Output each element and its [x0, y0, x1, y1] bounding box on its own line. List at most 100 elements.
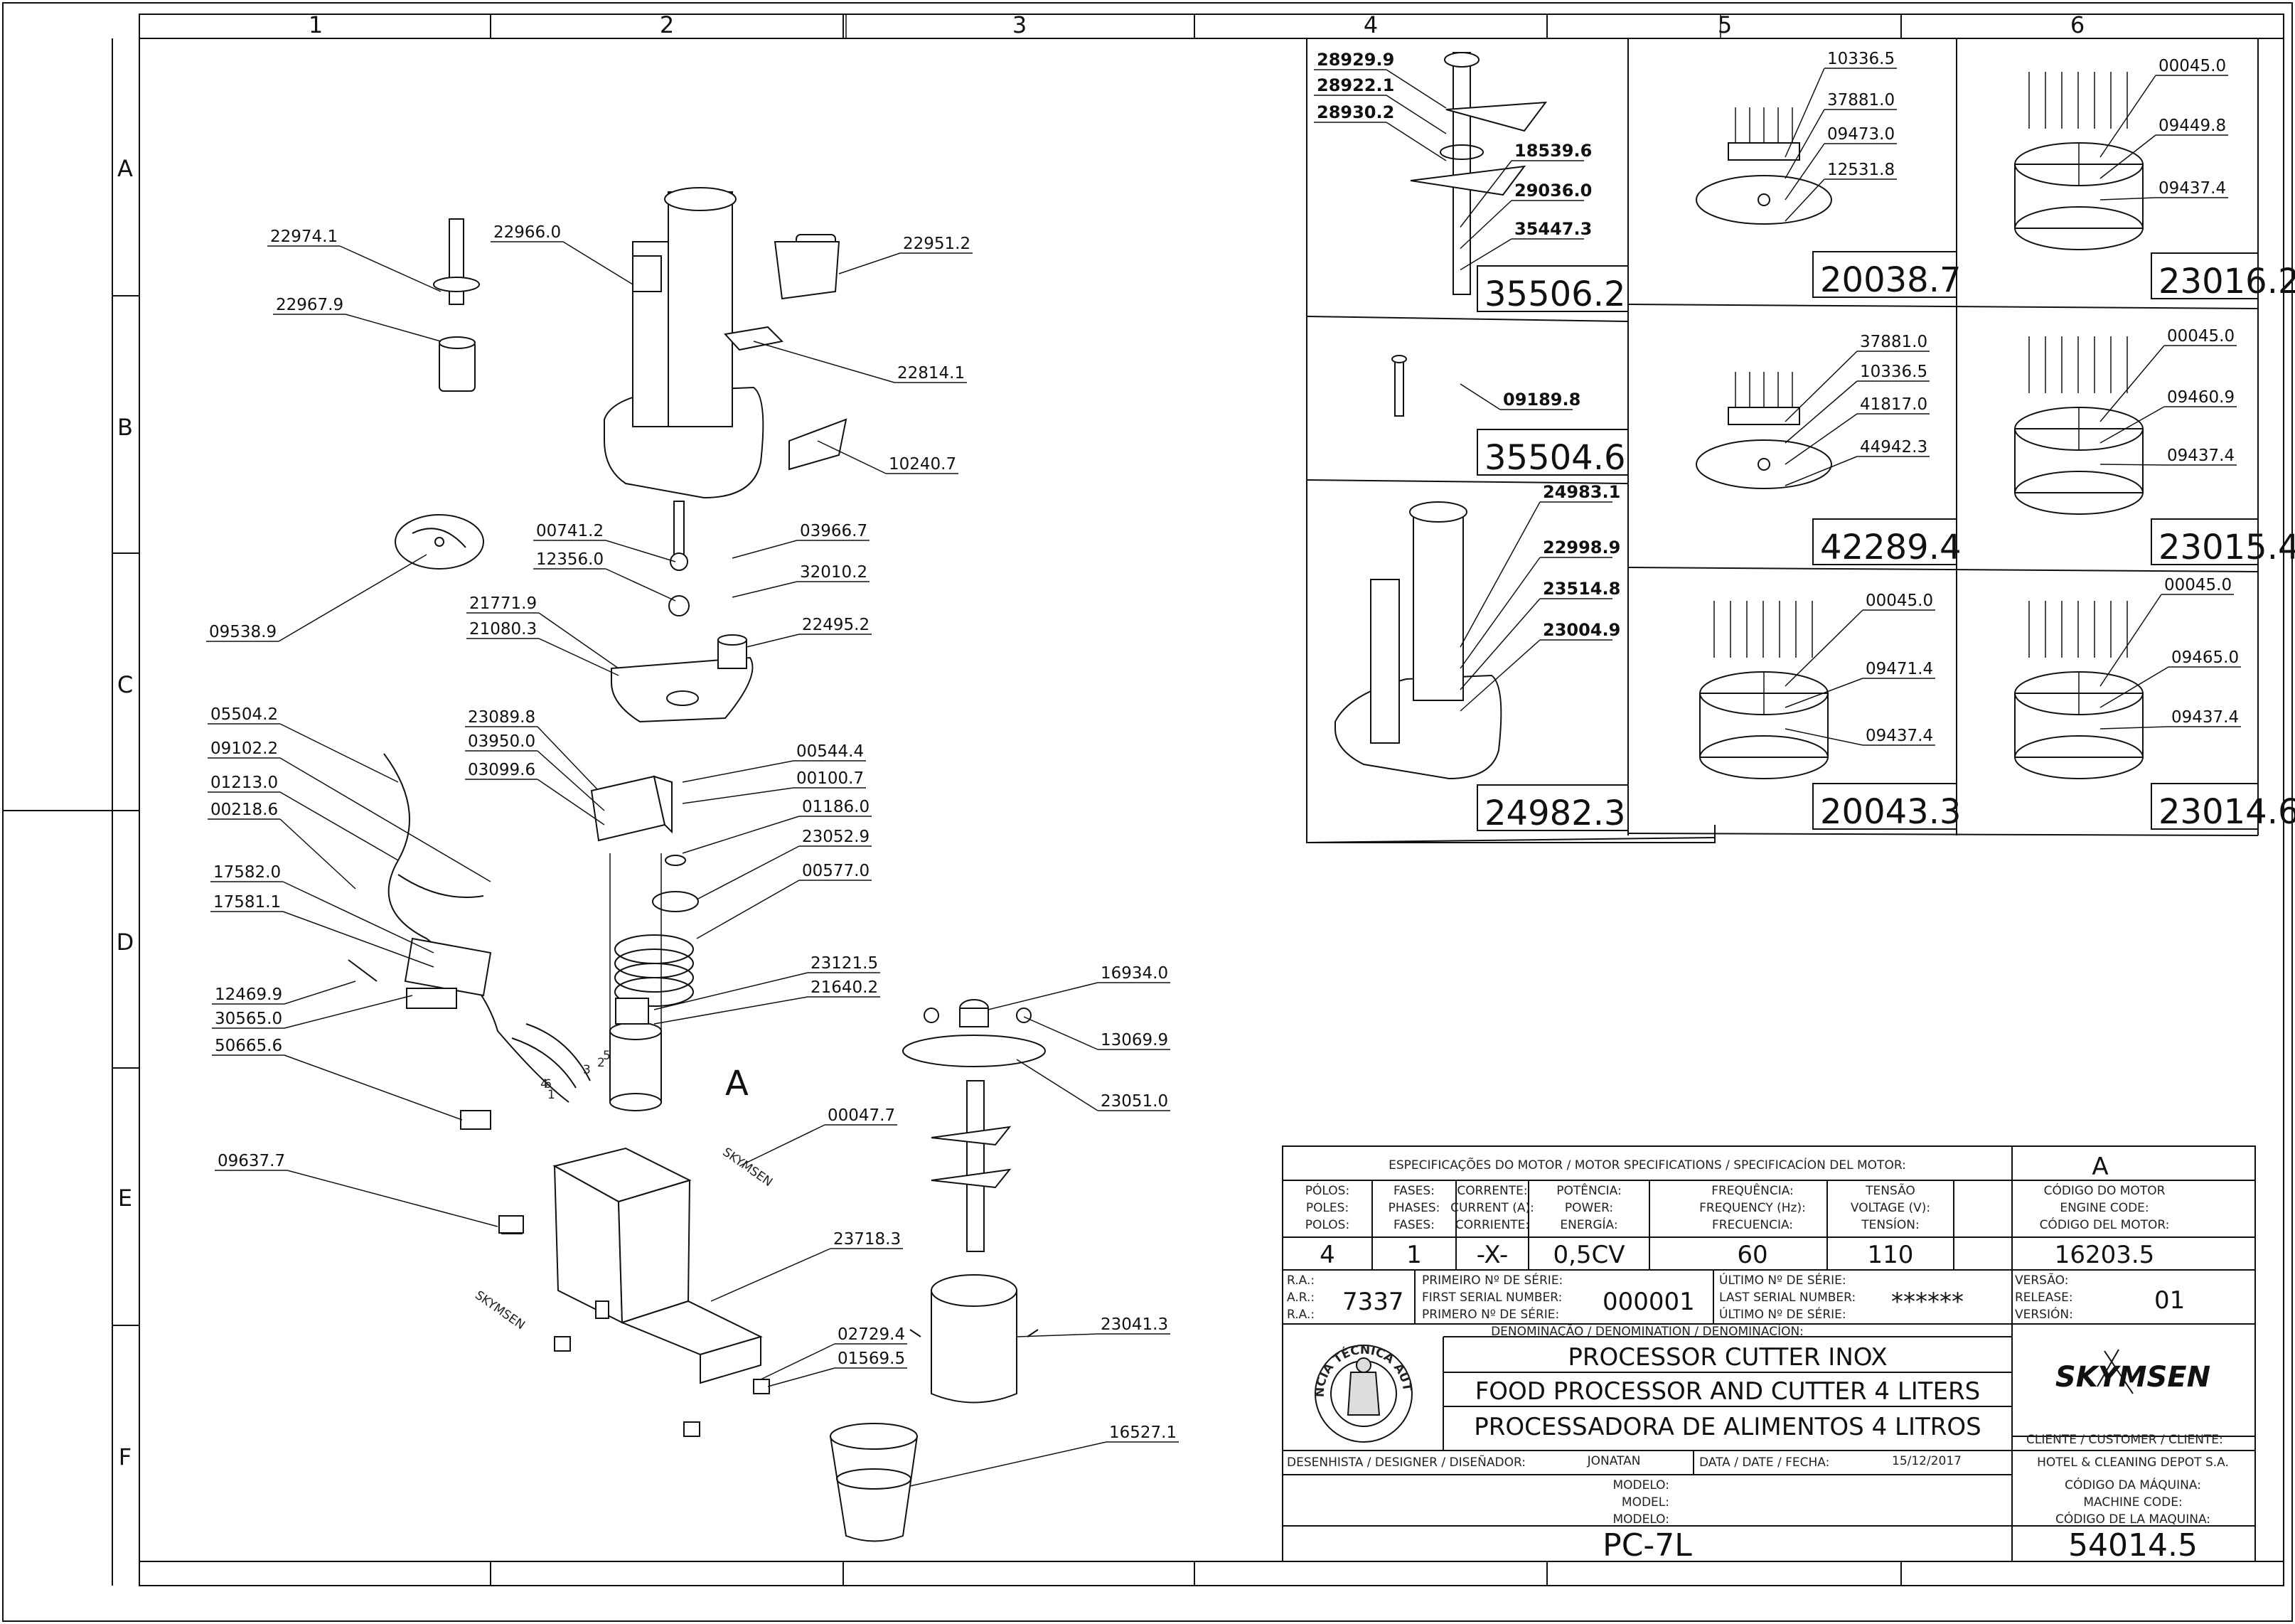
- current-label: CURRENT (A):: [1450, 1201, 1534, 1215]
- callout-leader: [284, 981, 356, 1005]
- kit-drawing: [1410, 52, 1548, 295]
- motor-variant: A: [2092, 1153, 2108, 1181]
- callout-label-22974.1: 22974.1: [270, 228, 338, 246]
- callout-leader: [696, 880, 800, 939]
- kit-code-box: [1477, 429, 1629, 476]
- callout-label-22495.2: 22495.2: [802, 616, 870, 634]
- callout-leader: [696, 845, 800, 900]
- callout-label-12356.0: 12356.0: [536, 550, 604, 569]
- name-en: FOOD PROCESSOR AND CUTTER 4 LITERS: [1475, 1377, 1981, 1406]
- lid-feed-tube: [604, 187, 847, 499]
- client-label: CLIENTE / CUSTOMER / CLIENTE:: [2026, 1433, 2223, 1447]
- kit-callout-09460.9: 09460.9: [2167, 388, 2235, 407]
- grid-col-3: 3: [1012, 11, 1027, 38]
- callout-leader: [282, 911, 434, 968]
- grid-row-d: D: [117, 929, 134, 956]
- svg-text:SKYMSEN: SKYMSEN: [472, 1288, 528, 1333]
- callout-leader: [1785, 609, 1863, 687]
- kit-callout-09437.4: 09437.4: [2171, 708, 2239, 727]
- callout-leader: [1785, 728, 1863, 746]
- designer-label: DESENHISTA / DESIGNER / DISEÑADOR:: [1287, 1454, 1526, 1470]
- callout-label-03950.0: 03950.0: [468, 732, 535, 751]
- kit-callout-00045.0: 00045.0: [2158, 57, 2226, 75]
- callout-leader: [767, 1367, 835, 1387]
- callout-leader: [1460, 639, 1541, 712]
- callout-leader: [1785, 109, 1825, 179]
- callout-label-23718.3: 23718.3: [833, 1230, 901, 1249]
- callout-leader: [1460, 200, 1512, 250]
- callout-label-17581.1: 17581.1: [213, 893, 281, 912]
- callout-label-09637.7: 09637.7: [218, 1152, 285, 1170]
- callout-leader: [537, 779, 605, 826]
- callout-label-00218.6: 00218.6: [210, 801, 278, 819]
- kit-code: 35506.2: [1484, 274, 1626, 314]
- callout-leader: [2099, 594, 2162, 687]
- poles-value: 4: [1320, 1241, 1335, 1269]
- callout-leader: [653, 972, 808, 1010]
- grid-col-1: 1: [309, 11, 323, 38]
- voltage-label: TENSÃO: [1865, 1182, 1915, 1198]
- callout-leader: [753, 341, 895, 383]
- kit-callout-09465.0: 09465.0: [2171, 648, 2239, 667]
- kit-callout-09449.8: 09449.8: [2158, 117, 2226, 135]
- last-serial-label: ÚLTIMO Nº DE SÉRIE:: [1719, 1272, 1846, 1288]
- kit-callout-29036.0: 29036.0: [1514, 181, 1592, 201]
- callout-label-00577.0: 00577.0: [802, 862, 870, 880]
- kit-callout-09437.4: 09437.4: [1866, 727, 1933, 745]
- first-serial-label: FIRST SERIAL NUMBER:: [1422, 1291, 1562, 1305]
- callout-leader: [909, 1441, 1107, 1487]
- callout-leader: [2099, 726, 2169, 730]
- callout-leader: [1386, 95, 1447, 134]
- engine-code-label: CÓDIGO DO MOTOR: [2044, 1182, 2166, 1198]
- ra-label: R.A.:: [1287, 1308, 1315, 1322]
- grid-column-labels: 1 2 3 4 5 6: [309, 11, 2085, 38]
- callout-label-23052.9: 23052.9: [802, 828, 870, 846]
- frequency-value: 60: [1737, 1241, 1767, 1269]
- motor-spec-header: ESPECIFICAÇÕES DO MOTOR / MOTOR SPECIFIC…: [1389, 1157, 1906, 1172]
- callout-leader: [2099, 75, 2156, 158]
- kit-code-box: [2151, 252, 2259, 299]
- svg-text:SKYMSEN: SKYMSEN: [720, 1145, 776, 1190]
- kit-callout-10336.5: 10336.5: [1827, 50, 1895, 68]
- wire-number: 4: [540, 1077, 548, 1091]
- grid-row-e: E: [118, 1185, 132, 1212]
- callout-label-32010.2: 32010.2: [800, 563, 867, 582]
- callout-leader: [339, 245, 442, 292]
- callout-label-21640.2: 21640.2: [811, 978, 878, 997]
- date-label: DATA / DATE / FECHA:: [1699, 1455, 1829, 1470]
- callout-leader: [1460, 501, 1541, 648]
- slicing-disc: [395, 514, 484, 570]
- callout-leader: [282, 881, 434, 953]
- kit-drawing: [2014, 336, 2144, 515]
- kit-drawing: [1696, 372, 1832, 489]
- callout-leader: [287, 1170, 498, 1227]
- voltage-label: VOLTAGE (V):: [1851, 1201, 1930, 1215]
- kit-drawing: [1696, 107, 1832, 225]
- callout-label-13069.9: 13069.9: [1101, 1031, 1168, 1049]
- callout-leader: [1785, 380, 1858, 444]
- kit-callout-35447.3: 35447.3: [1514, 219, 1592, 239]
- kit-code: 23014.6: [2158, 792, 2295, 832]
- callout-label-01213.0: 01213.0: [210, 774, 278, 792]
- version-label: RELEASE:: [2015, 1291, 2073, 1305]
- last-serial-label: ÚLTIMO Nº DE SÉRIE:: [1719, 1306, 1846, 1322]
- callout-label-22967.9: 22967.9: [276, 296, 343, 314]
- callout-label-17582.0: 17582.0: [213, 863, 281, 882]
- callout-leader: [817, 440, 887, 474]
- first-serial-label: PRIMERO Nº DE SÉRIE:: [1422, 1306, 1559, 1322]
- wire-number: 2: [597, 1056, 605, 1070]
- callout-leader: [279, 757, 491, 882]
- pulley-assembly: [614, 855, 699, 1007]
- first-serial-label: PRIMEIRO Nº DE SÉRIE:: [1422, 1272, 1563, 1288]
- grid-row-f: F: [119, 1443, 132, 1470]
- callout-leader: [1386, 69, 1447, 109]
- kit-code-box: [1812, 518, 1957, 565]
- kit-callout-09471.4: 09471.4: [1866, 660, 1933, 678]
- grid-row-labels: A B C D E F: [117, 155, 134, 1470]
- kit-code: 24982.3: [1484, 794, 1626, 833]
- callout-leader: [1386, 122, 1447, 161]
